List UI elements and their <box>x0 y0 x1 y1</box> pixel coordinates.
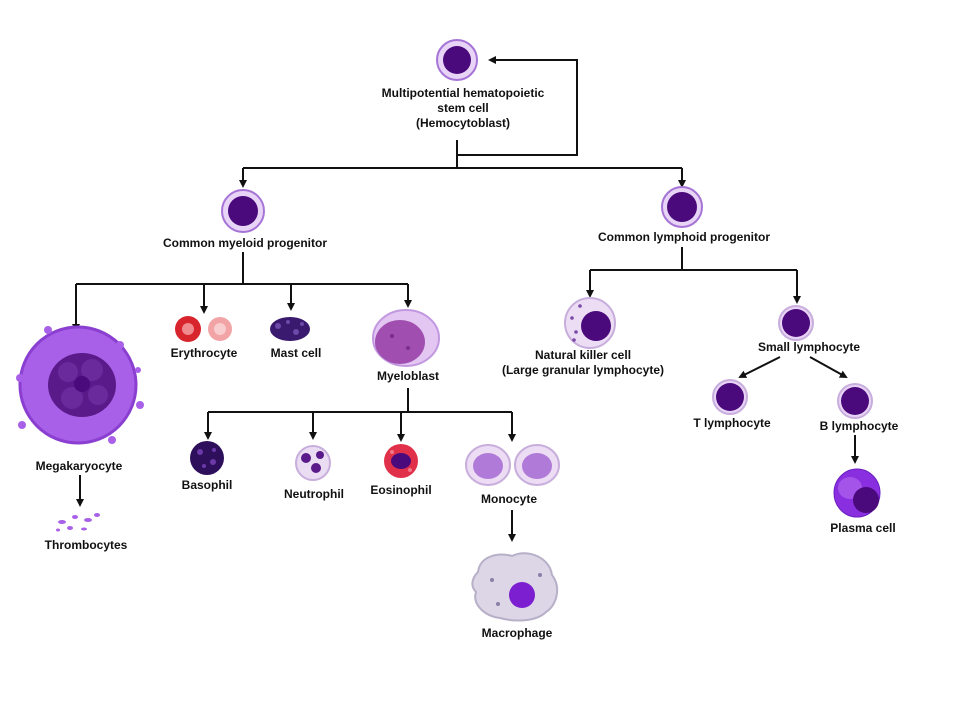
eosinophil-label: Eosinophil <box>370 483 432 497</box>
macrophage-label: Macrophage <box>481 626 553 640</box>
to-b-lymphocyte-arrow <box>809 356 848 378</box>
nk-cell-label-line1: Natural killer cell <box>534 348 632 362</box>
b-lymphocyte-label: B lymphocyte <box>819 419 899 433</box>
nk-cell-icon <box>564 297 616 349</box>
plasma-cell-label: Plasma cell <box>830 521 896 535</box>
to-t-lymphocyte-arrow <box>738 356 781 378</box>
macrophage-icon <box>471 552 559 622</box>
thrombocytes-label: Thrombocytes <box>44 538 128 552</box>
stem-cell-icon <box>436 39 478 81</box>
stem-cell-label: Multipotential hematopoietic stem cell (… <box>382 86 545 131</box>
nk-cell-label: Natural killer cell (Large granular lymp… <box>502 348 664 378</box>
myeloid-progenitor-label: Common myeloid progenitor <box>162 236 328 250</box>
erythrocyte-icon <box>175 316 232 342</box>
stem-cell-label-line1: Multipotential hematopoietic <box>381 86 545 100</box>
self-renewal-arrow <box>456 56 578 156</box>
myeloblast-icon <box>372 309 440 367</box>
nk-cell-label-line2: (Large granular lymphocyte) <box>501 363 665 377</box>
t-lymphocyte-label: T lymphocyte <box>693 416 771 430</box>
basophil-label: Basophil <box>181 478 233 492</box>
b-lymphocyte-icon <box>837 383 873 419</box>
monocyte-label: Monocyte <box>480 492 538 506</box>
neutrophil-icon <box>295 445 331 481</box>
monocyte-icon <box>465 444 560 486</box>
eosinophil-icon <box>384 444 418 478</box>
small-lymphocyte-icon <box>778 305 814 341</box>
lymphoid-progenitor-icon <box>661 186 703 228</box>
connector-lines <box>72 56 859 542</box>
megakaryocyte-label: Megakaryocyte <box>35 459 123 473</box>
megakaryocyte-icon <box>16 325 144 445</box>
mast-cell-icon <box>270 317 310 341</box>
myeloblast-label: Myeloblast <box>376 369 440 383</box>
erythrocyte-label: Erythrocyte <box>170 346 238 360</box>
basophil-icon <box>190 441 224 475</box>
lymphoid-progenitor-label: Common lymphoid progenitor <box>598 230 770 244</box>
cells <box>16 39 881 622</box>
thrombocytes-icon <box>56 513 100 532</box>
stem-cell-label-line2: stem cell <box>437 101 489 115</box>
plasma-cell-icon <box>833 468 881 518</box>
t-lymphocyte-icon <box>712 379 748 415</box>
small-lymphocyte-label: Small lymphocyte <box>757 340 861 354</box>
myeloid-progenitor-icon <box>221 189 265 233</box>
mast-cell-label: Mast cell <box>270 346 322 360</box>
stem-cell-label-line3: (Hemocytoblast) <box>415 116 511 130</box>
neutrophil-label: Neutrophil <box>284 487 344 501</box>
